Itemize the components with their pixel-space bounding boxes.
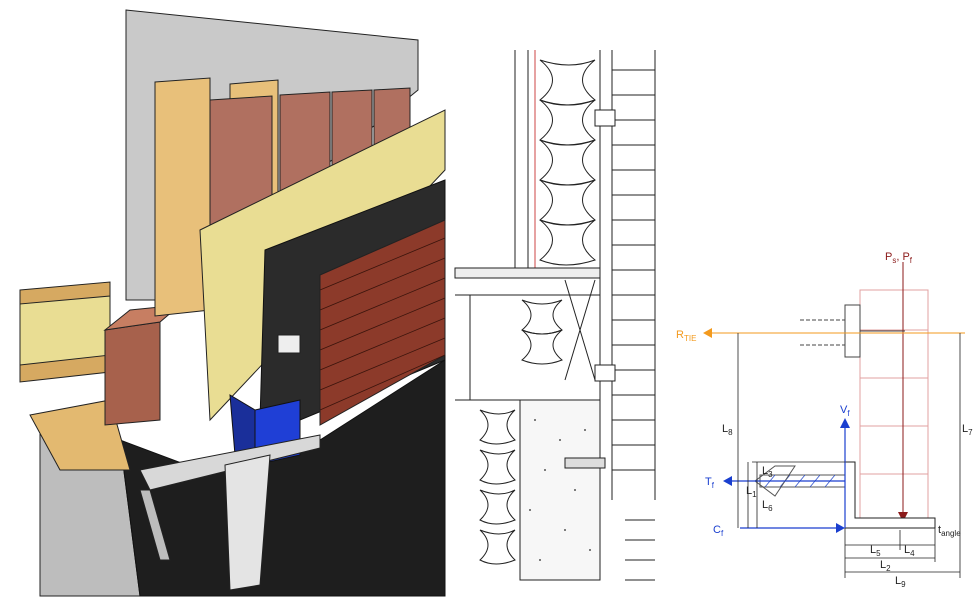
dim-l3: L3 — [762, 465, 773, 479]
wall-section — [454, 50, 656, 581]
anchor-head — [754, 465, 796, 497]
grade-hatch — [625, 519, 655, 581]
dimension-lines — [737, 333, 961, 578]
force-diagram: Ps, Pf RTIE Vf Tf Cf — [676, 251, 973, 589]
dim-l8: L8 — [722, 423, 733, 437]
batt-insulation-lower — [479, 299, 563, 565]
section-tie-lower — [594, 364, 616, 382]
cf-arrowhead — [836, 523, 845, 533]
dim-l9: L9 — [895, 575, 906, 589]
section-tie-upper — [594, 109, 616, 127]
dim-l5: L5 — [870, 544, 881, 558]
shelf-angle-leg — [139, 489, 171, 561]
brick-stack — [859, 289, 929, 523]
floor-joist — [19, 281, 111, 305]
stud-1 — [154, 77, 211, 317]
batt-insulation-upper — [539, 59, 597, 266]
tie-label: RTIE — [676, 329, 696, 343]
dim-l1: L1 — [746, 485, 757, 499]
shelf-angle-profile — [844, 461, 936, 529]
brick-tie — [277, 334, 301, 354]
t-angle-label: tangle — [938, 524, 961, 538]
angle-bracket — [224, 454, 271, 591]
tie-force-arrowhead — [703, 328, 712, 338]
tie-plate — [844, 304, 861, 358]
load-arrowhead — [898, 512, 908, 522]
tf-label: Tf — [705, 476, 715, 490]
tie-bolts — [800, 319, 905, 346]
vf-arrowhead — [840, 418, 850, 428]
vf-label: Vf — [840, 404, 850, 418]
cf-label: Cf — [713, 524, 724, 538]
section-foundation — [519, 399, 601, 581]
tf-arrowhead — [723, 476, 732, 486]
load-label: Ps, Pf — [885, 251, 913, 265]
floor-slab — [454, 267, 601, 279]
dim-l4: L4 — [904, 544, 915, 558]
section-brick — [612, 69, 655, 471]
shelf-angle — [139, 434, 321, 491]
section-anchor — [564, 457, 606, 469]
rim-board — [104, 321, 161, 426]
brick-courses — [319, 237, 446, 411]
rim-insulation — [564, 279, 596, 381]
dim-l6: L6 — [762, 499, 773, 513]
concrete-speckle — [529, 419, 591, 561]
dim-l2: L2 — [880, 559, 891, 573]
isometric-cutaway — [19, 9, 446, 597]
dim-l7: L7 — [962, 423, 973, 437]
